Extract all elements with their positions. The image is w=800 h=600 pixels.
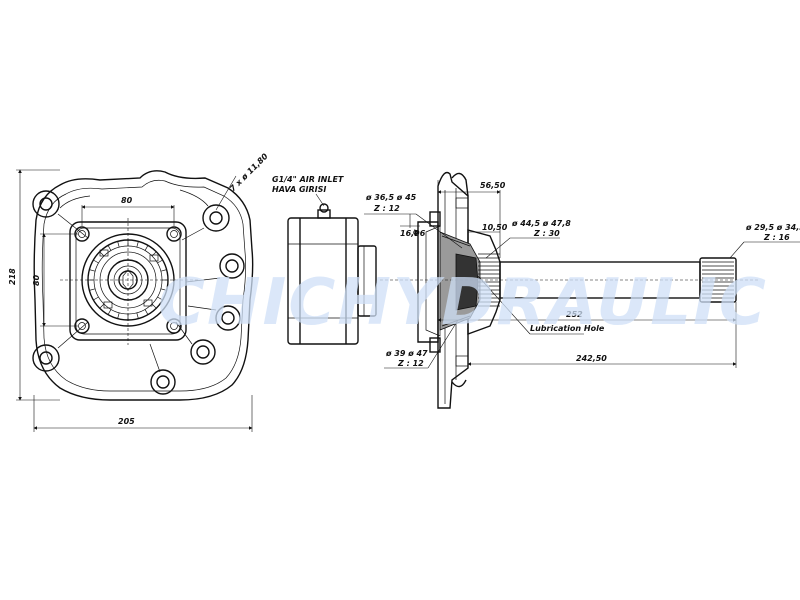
shaft-spline [699,257,737,303]
dim-bolt-spacing-v: 80 [32,274,41,286]
air-inlet-label: G1/4" AIR INLET [272,175,344,184]
front-housing-outline [33,170,254,401]
watermark: CHICHYDRAULIC [158,266,768,340]
spline-shaft-label: ø 29,5 ø 34,5 [745,223,800,232]
dim-height-overall: 218 [8,268,17,285]
dim-width-overall: 205 [118,417,135,426]
lubrication-hole-label: Lubrication Hole [530,324,605,333]
dim-252: 252 [566,310,583,319]
dim-hole-callout: 7 x ø 11,80 [228,151,270,193]
dim-bolt-spacing-h: 80 [121,196,133,205]
spline-mid-teeth: Z : 30 [533,229,560,238]
spline-shaft-teeth: Z : 16 [763,233,790,242]
dim-16-96: 16,96 [400,229,426,238]
dim-10-50: 10,50 [482,223,508,232]
air-inlet-fitting [317,209,331,219]
pto-flange [437,171,469,409]
spline-in-label: ø 36,5 ø 45 [365,193,417,202]
gear-housing [417,221,439,343]
air-inlet-label-tr: HAVA GIRISI [272,185,326,194]
dim-56-50: 56,50 [480,181,506,190]
dim-242-50: 242,50 [576,354,607,363]
spline-out-teeth: Z : 12 [397,359,424,368]
spline-out-label: ø 39 ø 47 [385,349,428,358]
spline-mid-label: ø 44,5 ø 47,8 [511,219,571,228]
side-view: G1/4" AIR INLET HAVA GIRISI 56,50 [272,171,800,409]
dim-section-mark: ø [409,227,420,238]
mounting-holes [32,190,245,395]
spline-in-teeth: Z : 12 [373,204,400,213]
